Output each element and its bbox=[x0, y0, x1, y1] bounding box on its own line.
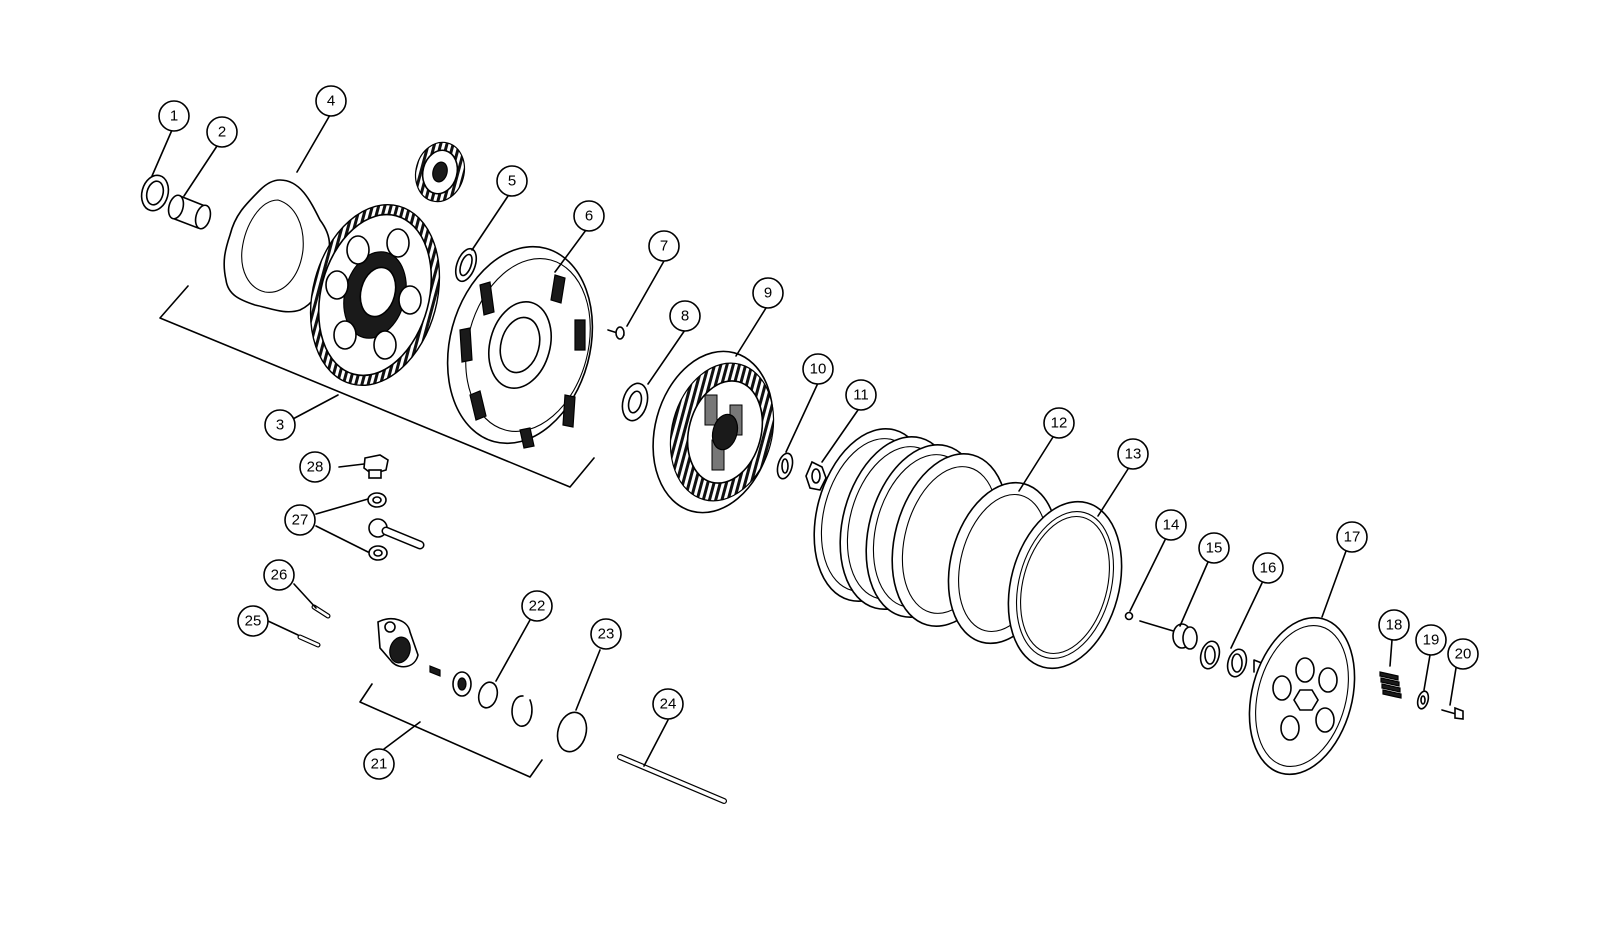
clutch-basket-part-6 bbox=[446, 245, 594, 449]
callout-27-label: 27 bbox=[292, 512, 309, 529]
pressure-plate-part-17 bbox=[1248, 616, 1356, 776]
callout-11-label: 11 bbox=[853, 387, 869, 404]
callout-17: 17 bbox=[1336, 521, 1368, 553]
nut-part-11 bbox=[805, 460, 827, 491]
callout-21-label: 21 bbox=[371, 756, 388, 773]
callout-3: 3 bbox=[264, 409, 296, 441]
spring-part-18 bbox=[1379, 671, 1402, 699]
callout-28: 28 bbox=[299, 451, 331, 483]
callout-8-label: 8 bbox=[681, 308, 689, 325]
callout-5-label: 5 bbox=[508, 173, 516, 190]
callout-1-label: 1 bbox=[170, 108, 178, 125]
clutch-hub-part-9 bbox=[652, 350, 775, 514]
leader-lines bbox=[151, 114, 1457, 767]
callout-28-label: 28 bbox=[307, 459, 324, 476]
cushion-ring-part-4 bbox=[223, 179, 331, 313]
o-ring-part-22 bbox=[477, 681, 499, 709]
callout-16-label: 16 bbox=[1260, 560, 1277, 577]
callout-2-label: 2 bbox=[218, 124, 226, 141]
callout-12-label: 12 bbox=[1051, 415, 1068, 432]
callout-19: 19 bbox=[1415, 624, 1447, 656]
callout-7: 7 bbox=[648, 230, 680, 262]
callout-6: 6 bbox=[573, 200, 605, 232]
callout-3-label: 3 bbox=[276, 417, 284, 434]
callout-6-label: 6 bbox=[585, 208, 593, 225]
callout-18: 18 bbox=[1378, 609, 1410, 641]
callout-4-label: 4 bbox=[327, 93, 335, 110]
banjo-bolt-part-28 bbox=[363, 454, 389, 479]
slave-cylinder-part-21 bbox=[377, 618, 472, 697]
callout-27: 27 bbox=[284, 504, 316, 536]
friction-disc-part-13 bbox=[1007, 500, 1123, 670]
banjo-fitting-part-27 bbox=[367, 492, 425, 561]
callout-10: 10 bbox=[802, 353, 834, 385]
callout-20-label: 20 bbox=[1455, 646, 1472, 663]
washer-part-19 bbox=[1416, 690, 1430, 710]
clutch-plate-stack-part-12 bbox=[813, 428, 1009, 627]
callout-2: 2 bbox=[206, 116, 238, 148]
group-bracket-21 bbox=[359, 683, 543, 778]
callout-22-label: 22 bbox=[529, 598, 546, 615]
callout-7-label: 7 bbox=[660, 238, 668, 255]
callout-25-label: 25 bbox=[245, 613, 262, 630]
callout-26-label: 26 bbox=[271, 567, 288, 584]
callout-21: 21 bbox=[363, 748, 395, 780]
callout-15: 15 bbox=[1198, 532, 1230, 564]
group-bracket-3 bbox=[159, 285, 595, 488]
callout-9-label: 9 bbox=[764, 285, 772, 302]
bolt-part-20 bbox=[1441, 706, 1464, 720]
bolt-part-7 bbox=[607, 326, 625, 340]
callout-17-label: 17 bbox=[1344, 529, 1361, 546]
ball-part-14 bbox=[1124, 611, 1134, 621]
callout-1: 1 bbox=[158, 100, 190, 132]
callout-25: 25 bbox=[237, 605, 269, 637]
bleed-screw-part-25 bbox=[297, 634, 321, 648]
washers-part-16 bbox=[1199, 640, 1248, 678]
callout-12: 12 bbox=[1043, 407, 1075, 439]
bushing-part-2 bbox=[167, 194, 212, 230]
callout-24: 24 bbox=[652, 688, 684, 720]
primary-gear-part-3 bbox=[309, 203, 441, 387]
callout-26: 26 bbox=[263, 559, 295, 591]
callout-14: 14 bbox=[1155, 509, 1187, 541]
callout-16: 16 bbox=[1252, 552, 1284, 584]
o-ring-part-23 bbox=[556, 711, 588, 753]
callout-19-label: 19 bbox=[1423, 632, 1440, 649]
callout-20: 20 bbox=[1447, 638, 1479, 670]
callout-13: 13 bbox=[1117, 438, 1149, 470]
thrust-washer-part-8 bbox=[621, 382, 649, 422]
starter-gear-part-3 bbox=[414, 141, 466, 203]
push-rod-part-24 bbox=[617, 754, 727, 804]
callout-13-label: 13 bbox=[1125, 446, 1142, 463]
callout-4: 4 bbox=[315, 85, 347, 117]
callout-5: 5 bbox=[496, 165, 528, 197]
lock-washer-part-10 bbox=[776, 452, 794, 480]
callout-22: 22 bbox=[521, 590, 553, 622]
callout-15-label: 15 bbox=[1206, 540, 1223, 557]
callout-14-label: 14 bbox=[1163, 517, 1180, 534]
callout-8: 8 bbox=[669, 300, 701, 332]
pushrod-part-15 bbox=[1139, 620, 1198, 650]
callout-23: 23 bbox=[590, 618, 622, 650]
callout-9: 9 bbox=[752, 277, 784, 309]
callout-23-label: 23 bbox=[598, 626, 615, 643]
callout-11: 11 bbox=[845, 379, 877, 411]
callout-10-label: 10 bbox=[810, 361, 827, 378]
callout-24-label: 24 bbox=[660, 696, 677, 713]
circlip-part-21 bbox=[511, 695, 533, 727]
washer-part-1 bbox=[140, 174, 170, 212]
callout-18-label: 18 bbox=[1386, 617, 1403, 634]
